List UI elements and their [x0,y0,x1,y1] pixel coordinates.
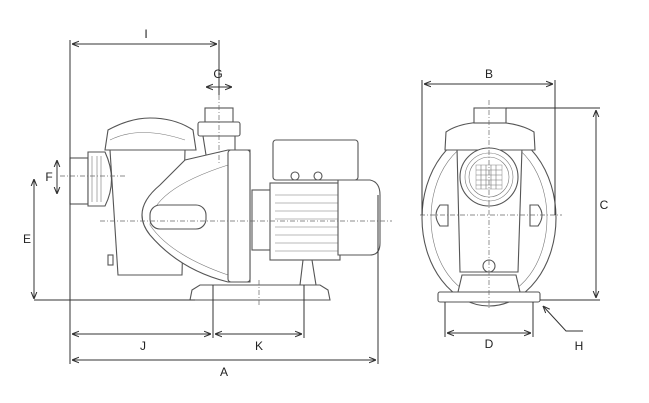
dimension-h-label: H [575,339,584,353]
dimension-a-label: A [220,365,228,379]
dimension-g-label: G [213,67,222,81]
pump-base [189,284,331,301]
dimension-e-label: E [23,232,31,246]
front-outlet [473,107,507,124]
side-handle-left [435,204,449,227]
dimension-h-leader [543,306,583,332]
strainer-lid [104,117,197,151]
cable-gland [290,171,300,181]
cable-gland [313,171,323,181]
motor-foot [299,259,317,286]
dimension-j-label: J [140,339,146,353]
inlet-pipe [69,157,89,205]
dimension-k-label: K [255,339,263,353]
side-view-dimensions: I G F E J K A [23,27,379,379]
pump-front-view [420,100,562,310]
terminal-box [272,139,359,181]
motor-adapter [251,189,273,251]
motor-fan-cover [337,179,381,256]
front-view-dimensions: B C D H [421,67,609,353]
drain-plug [107,254,114,266]
inlet-union [87,151,113,207]
dimension-f-label: F [45,170,52,184]
dimension-i-label: I [144,27,147,41]
front-flange [227,149,251,283]
volute-badge [149,204,207,230]
dimension-d-label: D [485,337,494,351]
motor-body [269,182,341,261]
dimension-c-label: C [600,198,609,212]
side-handle-right [529,204,543,227]
pump-side-view [60,95,392,305]
dimension-b-label: B [485,67,493,81]
front-lid [444,121,536,151]
